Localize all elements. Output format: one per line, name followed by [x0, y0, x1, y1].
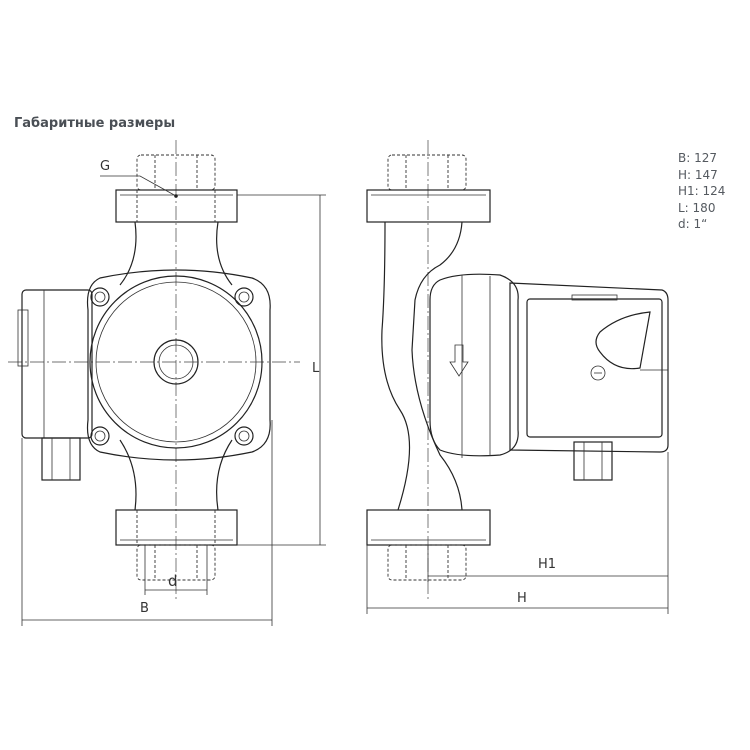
- spec-h: H: 147: [678, 167, 718, 182]
- label-h: H: [517, 591, 527, 606]
- spec-b: B: 127: [678, 151, 717, 165]
- spec-l: L: 180: [678, 200, 716, 215]
- section-title: Габаритные размеры: [14, 116, 176, 131]
- label-b: B: [140, 601, 149, 616]
- dimension-specs: B: 127 H: 147 H1: 124 L: 180 d: 1“: [678, 150, 725, 233]
- side-view: H1 H: [366, 140, 669, 614]
- label-l: L: [312, 361, 320, 376]
- front-view: G L d B: [8, 140, 326, 626]
- label-d: d: [168, 572, 178, 590]
- label-g: G: [100, 159, 110, 174]
- spec-d: d: 1“: [678, 217, 708, 231]
- label-h1: H1: [538, 557, 556, 572]
- spec-h1: H1: 124: [678, 184, 726, 198]
